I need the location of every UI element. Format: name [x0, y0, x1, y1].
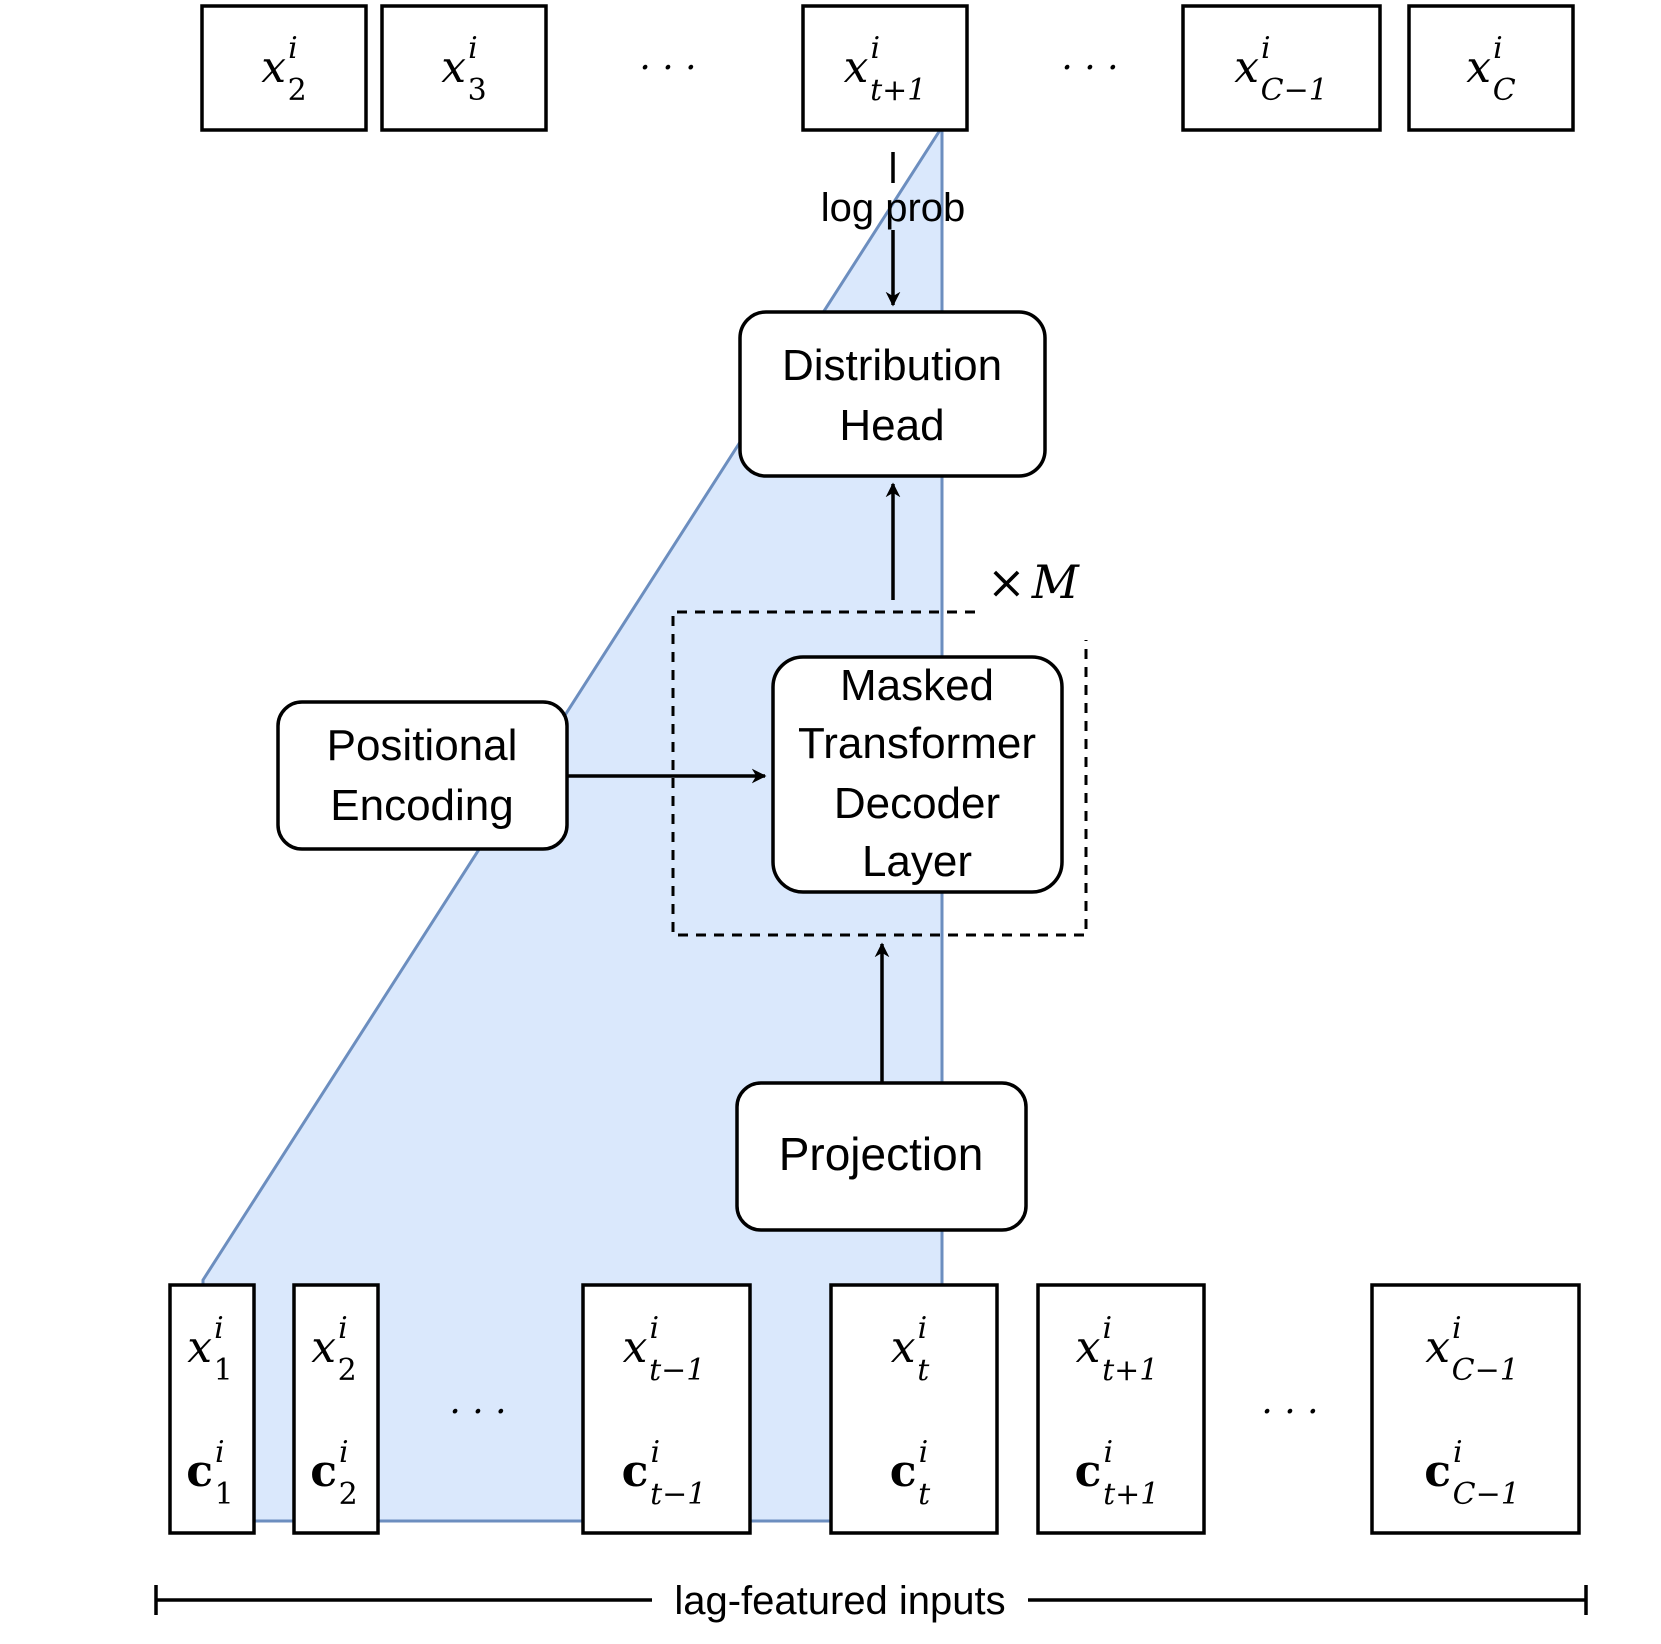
distribution-head-line1: Distribution	[782, 341, 1002, 390]
output-box	[801, 4, 969, 132]
distribution-head-line2: Head	[839, 401, 944, 450]
distribution-head-block	[738, 310, 1047, 478]
output-box	[1181, 4, 1382, 132]
decoder-layer-line2: Transformer	[798, 719, 1036, 768]
decoder-layer-line3: Decoder	[834, 779, 1000, 828]
repeat-label: ×M	[987, 555, 1081, 609]
input-box	[829, 1283, 999, 1535]
output-box	[1407, 4, 1575, 132]
footer-label: lag-featured inputs	[674, 1579, 1005, 1623]
input-ellipsis: · · ·	[1261, 1392, 1318, 1433]
projection-label: Projection	[779, 1128, 984, 1180]
input-box	[168, 1283, 256, 1535]
input-box	[581, 1283, 752, 1535]
input-box	[1370, 1283, 1581, 1535]
repeat-container	[671, 610, 1088, 937]
decoder-layer-line4: Layer	[862, 837, 972, 886]
decoder-layer-line1: Masked	[840, 661, 994, 710]
output-ellipsis: · · ·	[639, 48, 696, 89]
footer-bracket: lag-featured inputs	[154, 1579, 1588, 1623]
positional-encoding-line2: Encoding	[330, 781, 513, 830]
positional-encoding-line1: Positional	[327, 721, 518, 770]
decoder-layer-block	[771, 655, 1064, 894]
output-ellipsis: · · ·	[1061, 48, 1118, 89]
input-ellipsis: · · ·	[449, 1392, 506, 1433]
log-prob-label: log prob	[821, 186, 966, 230]
input-box	[292, 1283, 380, 1535]
output-box	[200, 4, 368, 132]
input-box	[1036, 1283, 1206, 1535]
output-box	[380, 4, 548, 132]
